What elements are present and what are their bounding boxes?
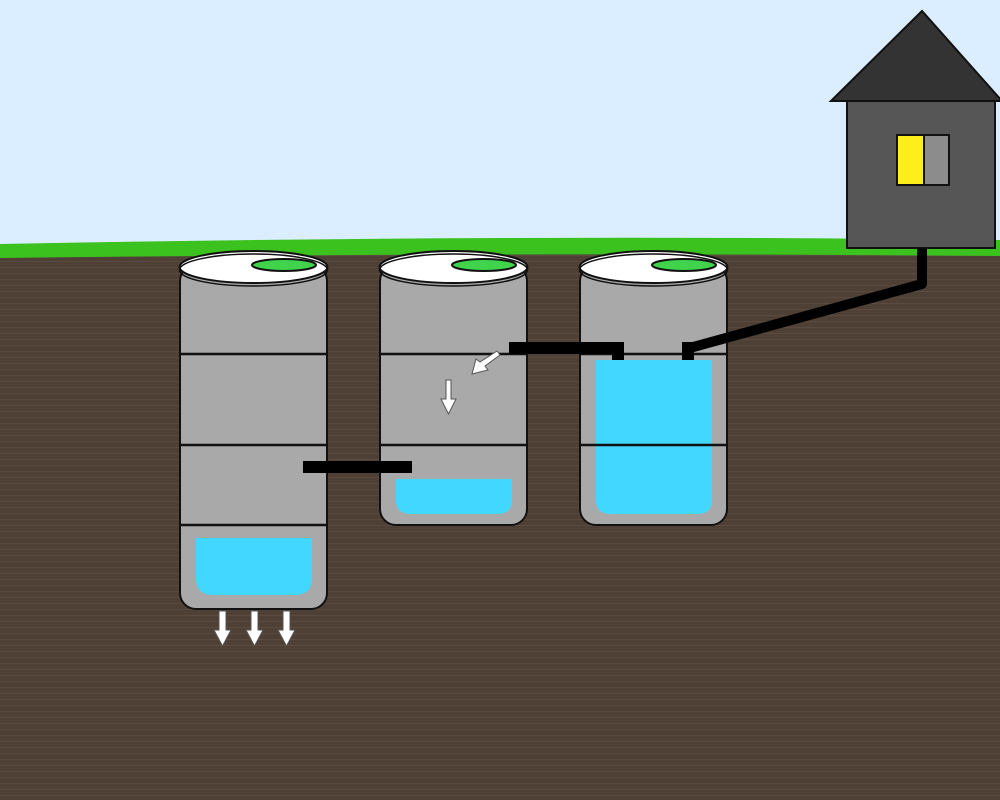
manhole-hatch-icon — [251, 258, 317, 272]
pipe-tank-3-outlet — [612, 342, 624, 360]
down-arrow-icon — [245, 610, 264, 648]
house-window-dark — [923, 134, 950, 186]
down-arrow-icon — [213, 610, 232, 648]
pipe-tank-3-inlet — [682, 342, 694, 360]
house — [828, 9, 1000, 249]
pipe-tank-2-to-tank-1 — [303, 461, 412, 473]
pipe-tank-3-to-tank-2 — [509, 342, 624, 354]
tank-1-drainage-well — [178, 250, 329, 610]
manhole-hatch-icon — [451, 258, 517, 272]
tank-2-settling — [378, 250, 529, 526]
pipe-house-to-tank-3 — [684, 248, 927, 354]
down-arrow-icon — [277, 610, 296, 648]
sky — [0, 0, 1000, 260]
manhole-hatch-icon — [651, 258, 717, 272]
pipes — [303, 248, 927, 473]
tank-1-water — [196, 538, 312, 595]
tank-3-water — [596, 360, 712, 514]
tank-3-lid-rim — [578, 253, 729, 287]
diagonal-arrow-icon — [471, 350, 501, 375]
house-roof — [828, 9, 1000, 102]
tank-2-lid-rim — [378, 253, 529, 287]
tank-2-water — [396, 479, 512, 514]
down-arrow-icon — [440, 379, 457, 416]
flow-arrows — [213, 350, 501, 648]
tank-1-lid-rim — [178, 253, 329, 287]
tank-3-primary — [578, 250, 729, 526]
house-window-lit — [896, 134, 925, 186]
